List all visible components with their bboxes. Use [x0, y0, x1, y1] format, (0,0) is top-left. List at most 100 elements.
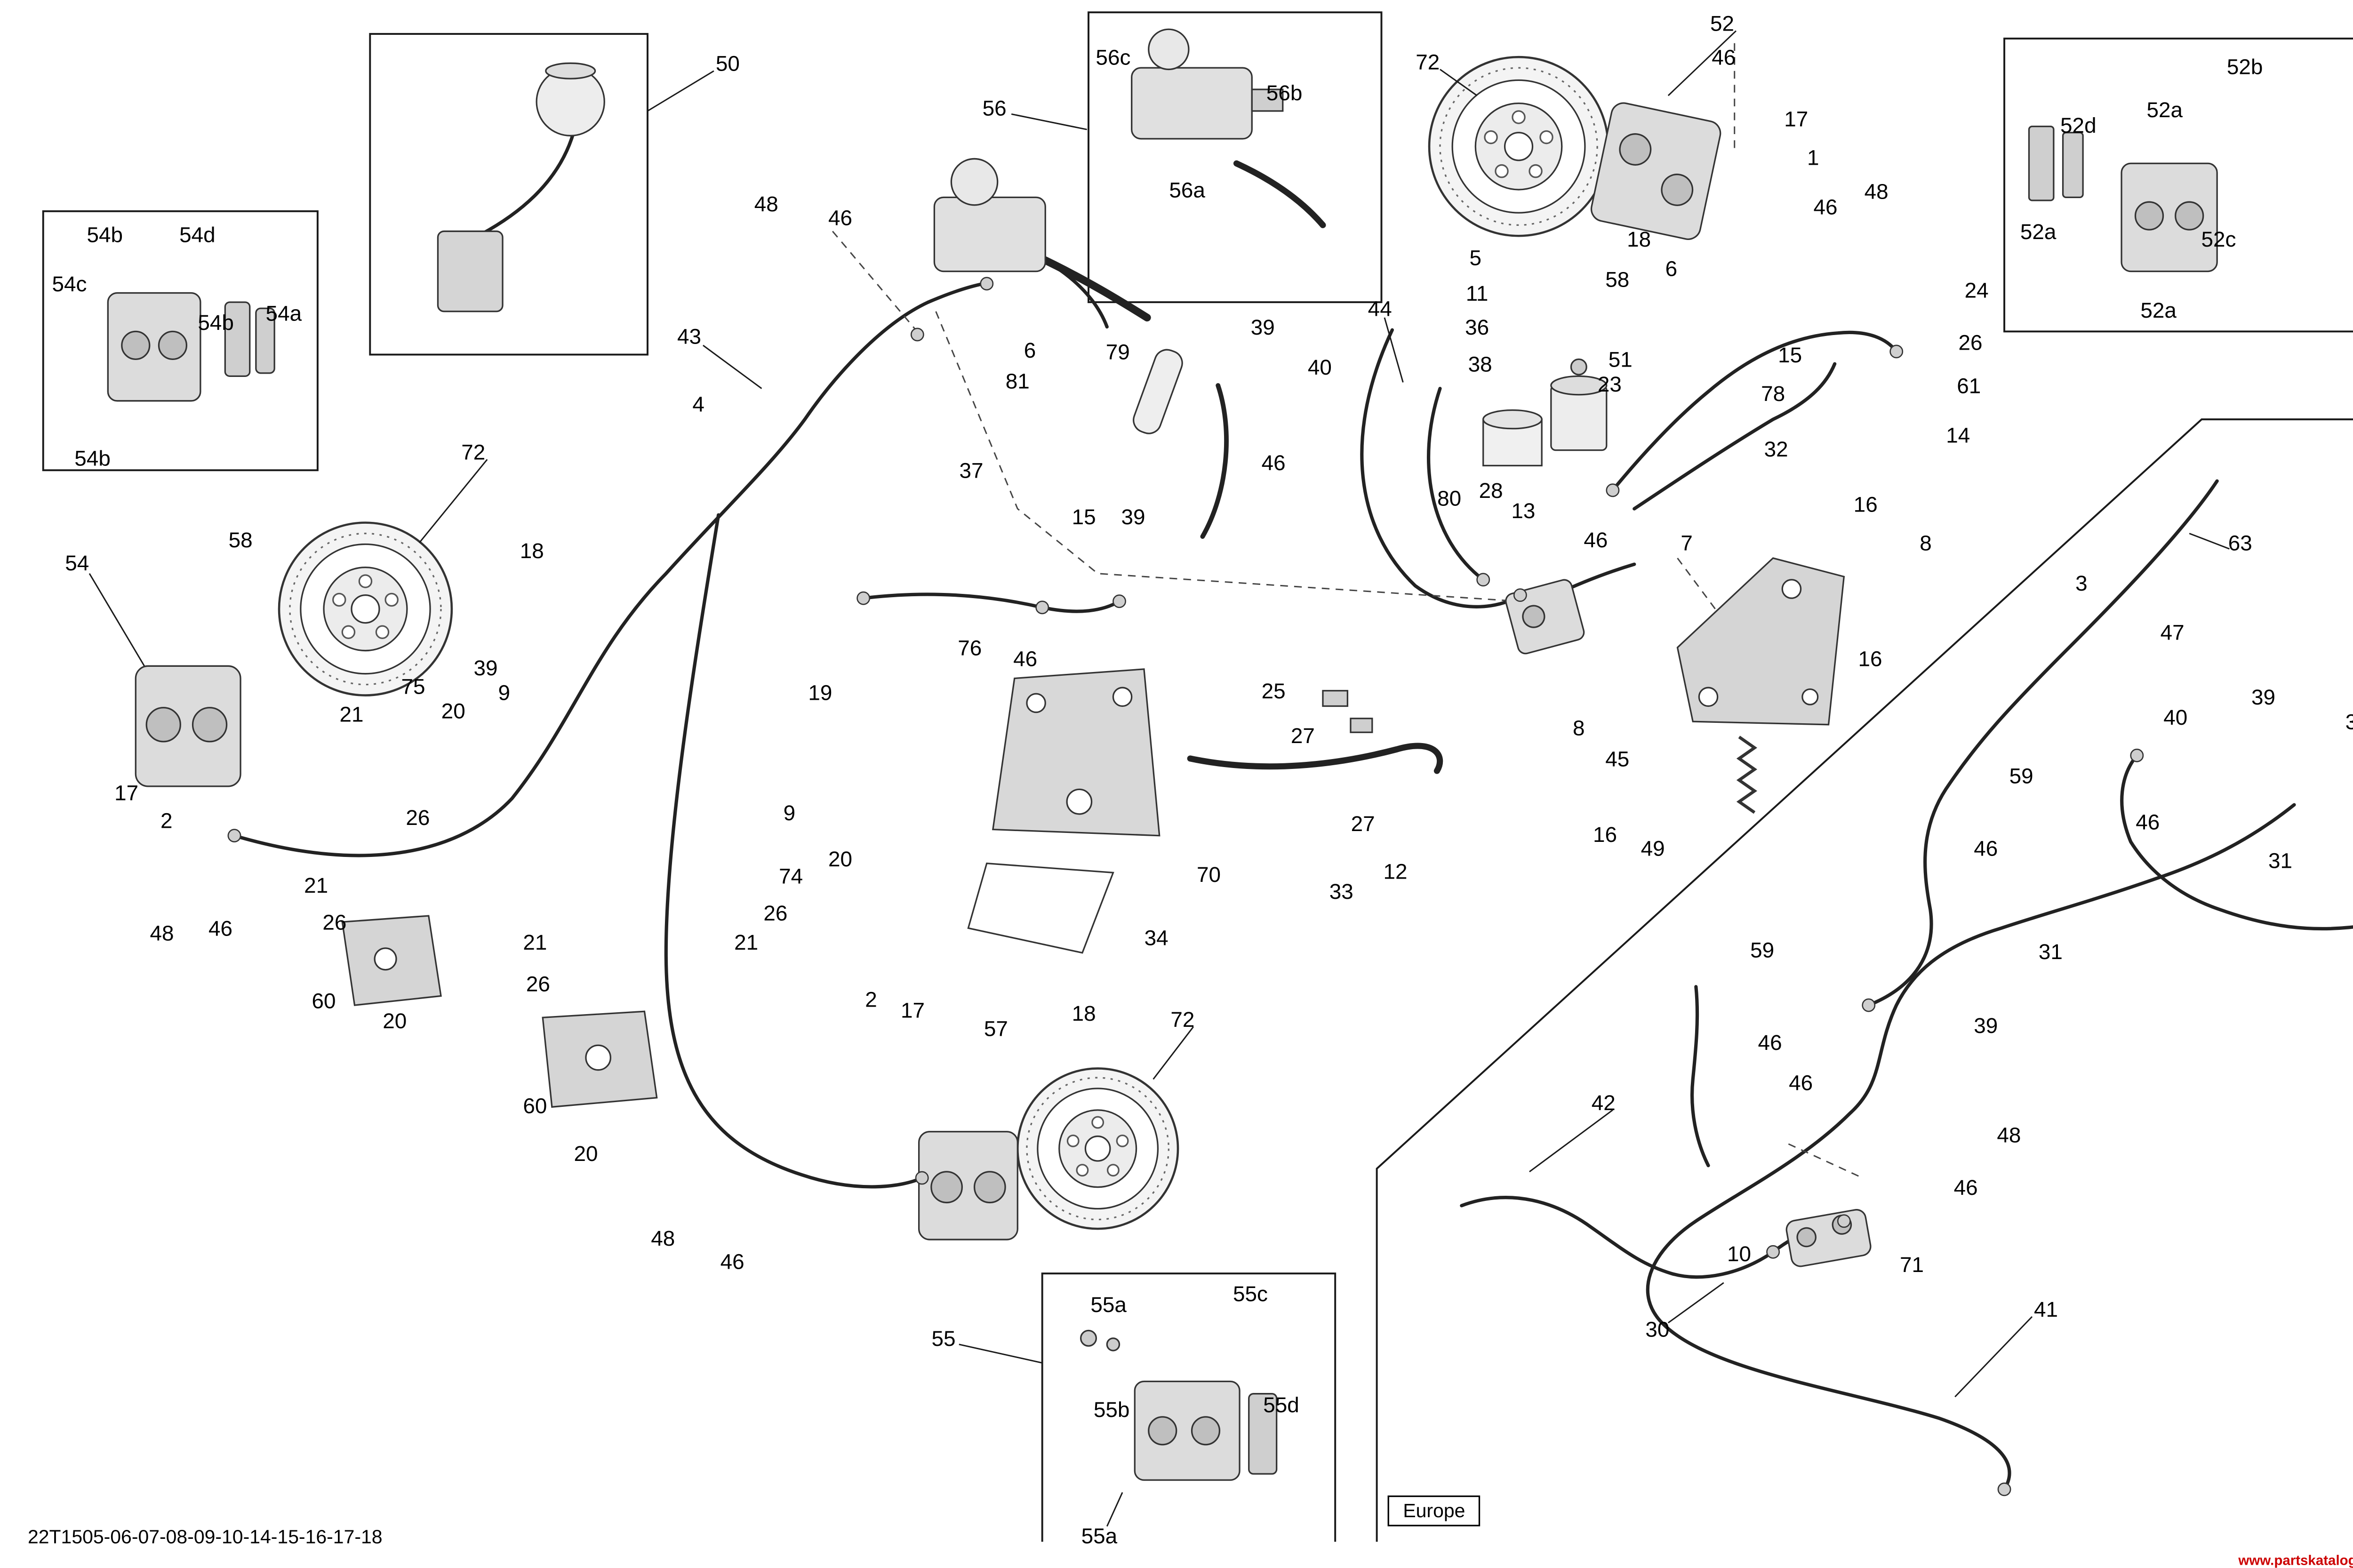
callout-3: 3 [2075, 570, 2088, 595]
callout-8: 8 [1573, 715, 1585, 740]
callout-60: 60 [523, 1093, 547, 1118]
callout-49: 49 [1641, 835, 1665, 861]
callout-27: 27 [1290, 723, 1315, 748]
inset-box-reservoir [369, 33, 648, 356]
callout-54c: 54c [52, 271, 87, 296]
callout-42: 42 [1591, 1090, 1616, 1115]
callout-23: 23 [1597, 371, 1622, 396]
brake-disc-front-right [1428, 56, 1609, 237]
hose-europe-63 [1867, 479, 2219, 1007]
callout-46: 46 [1712, 45, 1736, 70]
callout-55c: 55c [1233, 1281, 1268, 1306]
inset-box-caliper-54 [42, 210, 319, 472]
callout-9: 9 [498, 680, 511, 705]
callout-26: 26 [526, 971, 550, 996]
master-cylinder-56 [1131, 28, 1284, 140]
callout-54: 54 [65, 550, 89, 576]
callout-17: 17 [900, 997, 925, 1023]
callout-18: 18 [520, 538, 544, 563]
callout-74: 74 [779, 863, 803, 888]
callout-72: 72 [1170, 1007, 1195, 1032]
callout-50: 50 [715, 51, 740, 76]
tee-fitting-71 [1785, 1209, 1872, 1267]
callout-26: 26 [1958, 330, 1983, 355]
callout-13: 13 [1511, 498, 1536, 523]
callout-31: 31 [2038, 939, 2063, 964]
callout-31: 31 [2268, 848, 2293, 873]
brake-disc-rear [1016, 1067, 1179, 1230]
callout-59: 59 [1750, 937, 1775, 962]
callout-20: 20 [441, 698, 465, 723]
callout-57: 57 [984, 1016, 1008, 1041]
callout-14: 14 [1946, 422, 1970, 448]
callout-55b: 55b [1093, 1397, 1130, 1422]
hose-front-left [232, 300, 930, 857]
hose-master-stub [1040, 257, 1109, 329]
callout-58: 58 [1605, 266, 1630, 292]
callout-4: 4 [692, 392, 704, 416]
pedal-arm [1187, 743, 1443, 774]
leader-lines [88, 30, 2230, 1527]
callout-20: 20 [574, 1141, 598, 1166]
master-cylinder-front [933, 158, 1046, 272]
callout-39: 39 [1974, 1013, 1998, 1038]
callout-40: 40 [1307, 354, 1332, 379]
inset-box-caliper-55 [1041, 1272, 1337, 1542]
callout-17: 17 [1784, 106, 1809, 131]
callout-61: 61 [1957, 373, 1981, 398]
callout-21: 21 [734, 929, 759, 954]
callout-15: 15 [1072, 504, 1096, 529]
callout-54d: 54d [179, 222, 216, 247]
fittings [227, 277, 2144, 1496]
callout-46: 46 [208, 916, 233, 941]
watermark-link[interactable]: www.partskatalog.ru [2238, 1552, 2353, 1568]
callout-52a: 52a [2020, 219, 2057, 244]
pedal-bracket-70 [992, 668, 1160, 837]
callout-75: 75 [401, 673, 425, 699]
callout-56a: 56a [1169, 177, 1205, 202]
callout-59: 59 [2009, 763, 2033, 788]
callout-21: 21 [304, 872, 328, 897]
callout-26: 26 [406, 805, 430, 830]
switch-27 [1350, 718, 1373, 733]
callout-34: 34 [1144, 925, 1168, 950]
callout-72: 72 [461, 439, 486, 464]
callout-26: 26 [322, 909, 347, 935]
inset-box-caliper-52 [2003, 37, 2353, 333]
callout-70: 70 [1197, 862, 1221, 887]
callout-6: 6 [1665, 256, 1678, 281]
callout-56b: 56b [1266, 80, 1303, 105]
callout-46: 46 [1813, 194, 1838, 219]
callout-46: 46 [1953, 1175, 1978, 1200]
callout-20: 20 [828, 846, 853, 872]
callout-45: 45 [1605, 746, 1630, 771]
caliper-rear [918, 1131, 1018, 1240]
callout-18: 18 [1627, 226, 1651, 252]
callout-24: 24 [1964, 277, 1989, 303]
callout-8: 8 [1920, 530, 1932, 555]
callout-46: 46 [1013, 646, 1038, 671]
callout-60: 60 [312, 988, 336, 1013]
callout-1: 1 [1807, 144, 1819, 170]
callout-51: 51 [1608, 347, 1633, 372]
callout-37: 37 [959, 458, 984, 483]
callout-25: 25 [1261, 678, 1286, 703]
callout-58: 58 [228, 527, 253, 552]
callout-52: 52 [1710, 10, 1735, 36]
callout-54b: 54b [87, 222, 123, 247]
region-label-box: Europe [1387, 1495, 1481, 1527]
callout-56: 56 [982, 96, 1007, 120]
caliper-front-left [135, 665, 241, 787]
switch-25 [1322, 690, 1349, 707]
lever-main [1032, 252, 1151, 322]
callout-55a: 55a [1090, 1292, 1127, 1317]
brake-disc-front-left [278, 521, 453, 696]
callout-43: 43 [677, 324, 701, 349]
hose-rear-master [1611, 330, 1898, 492]
callout-27: 27 [1351, 811, 1375, 836]
callout-41: 41 [2033, 1296, 2058, 1321]
callout-46: 46 [1758, 1030, 1782, 1055]
bracket-8 [1676, 557, 1845, 726]
callout-48: 48 [651, 1225, 675, 1250]
